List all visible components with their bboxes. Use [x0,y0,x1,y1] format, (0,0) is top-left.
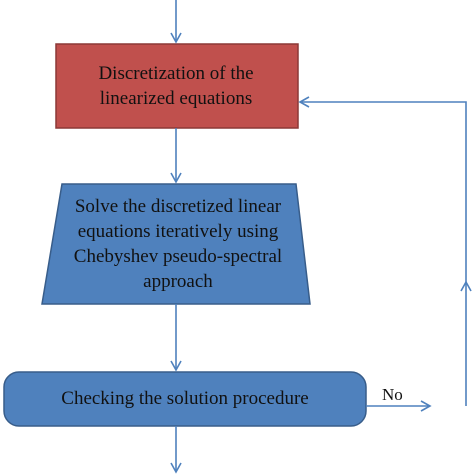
solve-label: Solve the discretized linear equations i… [73,195,283,293]
edge-label-no: No [382,384,403,404]
discretization-box [55,43,299,129]
solve-trapezoid [41,183,311,305]
check-rounded-box [3,371,367,427]
discretization-label: Discretization of the linearized equatio… [98,62,254,109]
arrow-feedback-to-discretization [298,96,467,284]
check-label: Checking the solution procedure [61,388,309,410]
